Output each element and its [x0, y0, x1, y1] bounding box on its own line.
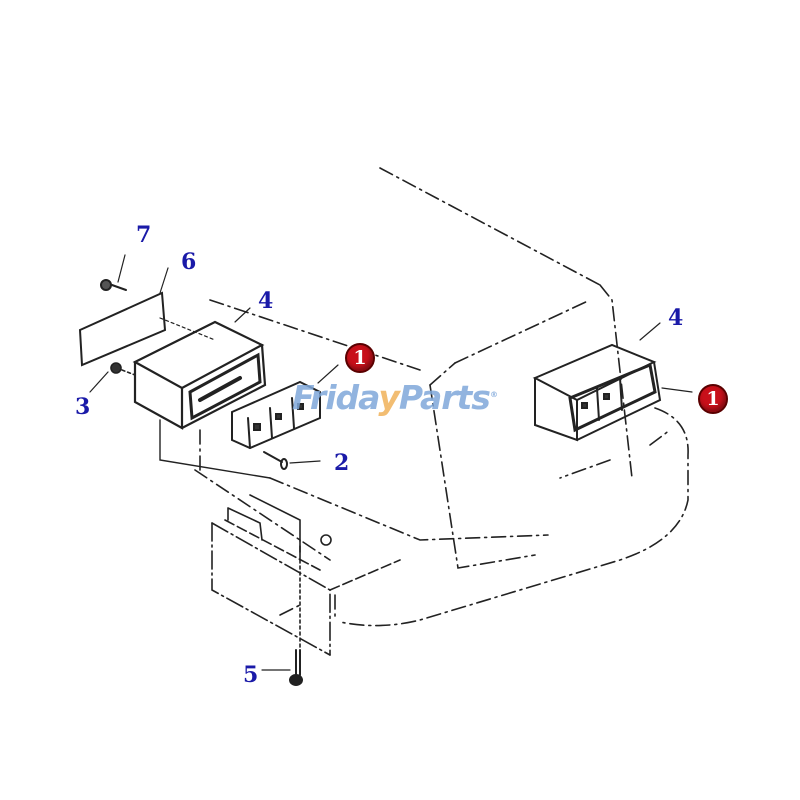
callout-4-left: 4 [258, 288, 274, 314]
callout-3: 3 [75, 394, 91, 420]
battery-box [211, 494, 401, 656]
cab-outline [209, 167, 633, 569]
housing-4-right [532, 322, 693, 442]
housing-4-left [132, 307, 271, 479]
callout-2: 2 [334, 450, 350, 476]
badge-1-left: 1 [345, 343, 375, 373]
badge-1-right: 1 [698, 384, 728, 414]
switch-panel-left [231, 364, 339, 450]
watermark-text-3: Parts [398, 378, 491, 417]
bolt-5 [261, 649, 303, 686]
bolt-2 [263, 451, 321, 470]
watermark-text-1: Frida [292, 378, 379, 417]
nut-3 [89, 362, 136, 393]
watermark-text-2: y [378, 378, 399, 417]
plate-6 [78, 267, 169, 367]
callout-5: 5 [243, 662, 259, 688]
registered-mark: ® [489, 390, 498, 399]
bolt-7 [100, 254, 127, 291]
callout-4-right: 4 [668, 305, 684, 331]
callout-7: 7 [136, 222, 152, 248]
body-outline [194, 407, 689, 627]
watermark-logo: FridayParts® [292, 378, 498, 417]
callout-6: 6 [181, 249, 197, 275]
